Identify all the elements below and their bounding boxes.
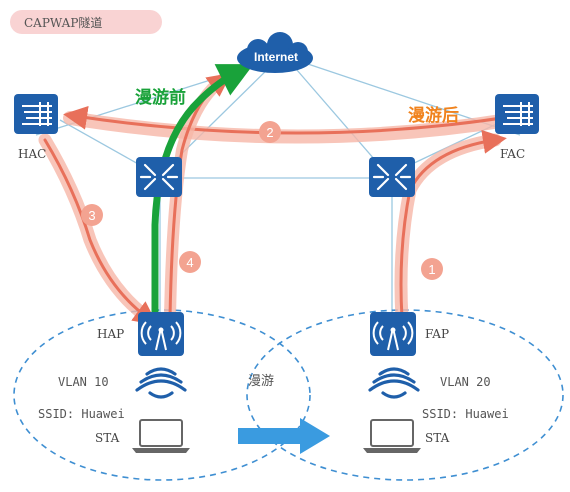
before-roam-label: 漫游前 [135,87,186,107]
right-wifi-signal-icon [368,367,420,399]
left-wifi-signal-icon [135,367,187,399]
title-pill [10,10,162,34]
step-1-badge: 1 [421,258,443,280]
step-3-badge: 3 [81,204,103,226]
hac-firewall-icon [14,94,58,134]
roaming-move-arrow-icon [238,418,330,454]
svg-text:4: 4 [186,255,193,270]
after-roam-label: 漫游后 [408,105,459,125]
fap-access-point-icon [370,312,416,356]
right-switch-icon [369,157,415,197]
right-sta-laptop-icon [363,419,421,453]
diagram-title: CAPWAP隧道 [24,15,102,30]
right-ssid-label: SSID: Huawei [422,407,509,421]
roam-label: 漫游 [248,374,274,389]
step-2-badge: 2 [259,121,281,143]
left-ssid-label: SSID: Huawei [38,407,125,421]
svg-text:2: 2 [266,125,273,140]
hac-label: HAC [18,147,46,161]
step-4-badge: 4 [179,251,201,273]
fac-firewall-icon [495,94,539,134]
internet-label: Internet [254,50,298,64]
left-sta-label: STA [95,431,120,445]
left-sta-laptop-icon [132,419,190,453]
capwap-tunnel-paths [38,72,527,326]
svg-text:3: 3 [88,208,95,223]
left-switch-icon [136,157,182,197]
internet-cloud-icon: Internet [237,32,313,73]
left-vlan-label: VLAN 10 [58,375,109,389]
svg-text:1: 1 [428,262,435,277]
hap-label: HAP [97,327,124,341]
fac-label: FAC [500,147,525,161]
fap-label: FAP [425,327,449,341]
hap-access-point-icon [138,312,184,356]
right-sta-label: STA [425,431,450,445]
right-vlan-label: VLAN 20 [440,375,491,389]
left-coverage-area [13,309,311,481]
